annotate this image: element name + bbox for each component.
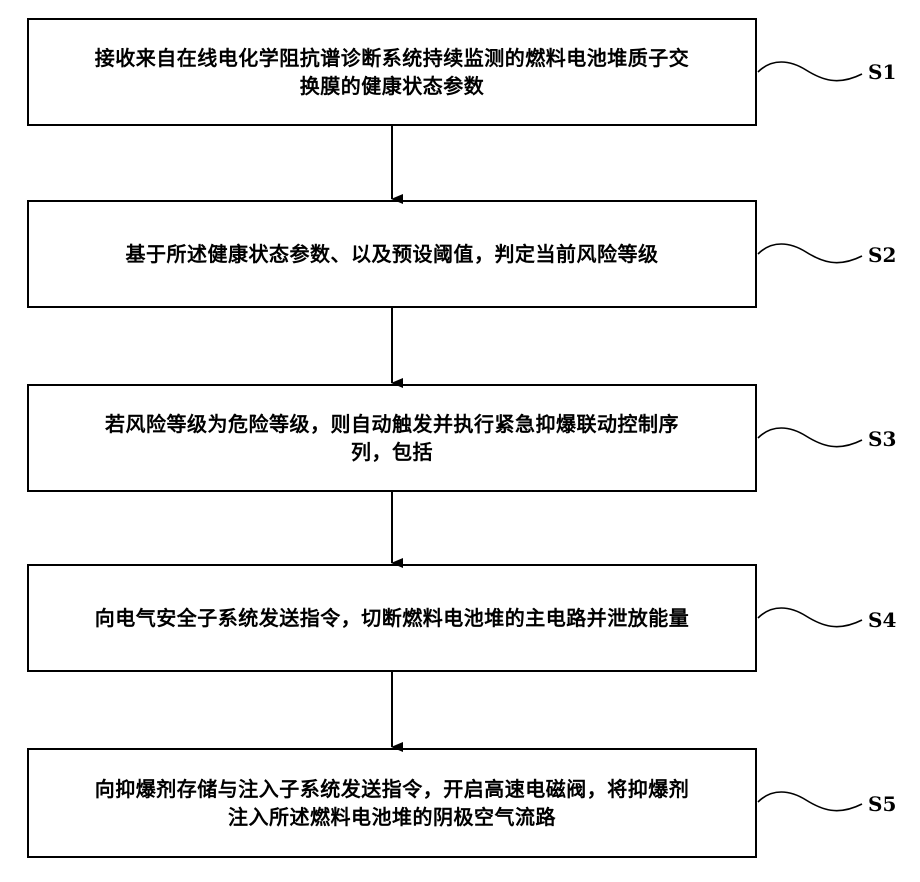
step-label-s3: S3 bbox=[868, 427, 896, 451]
leader-line-s3 bbox=[758, 428, 862, 447]
leader-line-s5 bbox=[758, 792, 862, 811]
leader-line-s2 bbox=[758, 244, 862, 263]
step-label-s1: S1 bbox=[868, 60, 896, 84]
leader-line-s4 bbox=[758, 608, 862, 627]
step-label-s5: S5 bbox=[868, 792, 896, 816]
step-label-s4: S4 bbox=[868, 608, 896, 632]
step-label-s2: S2 bbox=[868, 243, 896, 267]
leader-lines bbox=[758, 62, 862, 811]
leader-line-s1 bbox=[758, 62, 862, 81]
